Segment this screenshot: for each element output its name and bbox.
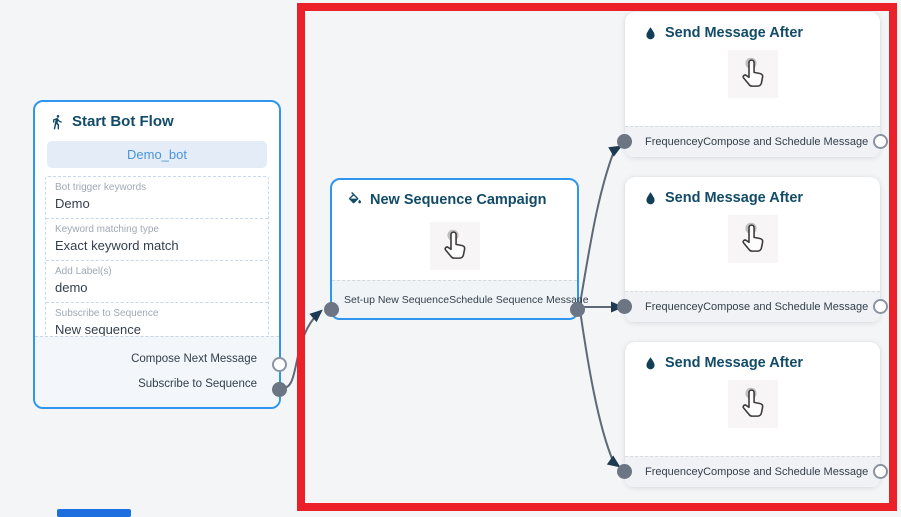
water-droplet-icon [646, 26, 655, 39]
send-node-footer: Frequencey Compose and Schedule Message [625, 456, 880, 487]
bot-name-pill[interactable]: Demo_bot [47, 141, 267, 168]
field-value: New sequence [55, 322, 141, 337]
field-label: Add Label(s) [55, 266, 112, 277]
node-click-area[interactable] [727, 215, 778, 263]
hand-cursor-click-icon [741, 222, 763, 252]
hand-cursor-click-icon [741, 387, 763, 417]
walking-person-icon [53, 114, 62, 129]
field-label: Subscribe to Sequence [55, 308, 159, 319]
node-click-area[interactable] [727, 50, 778, 98]
port-label-compose-schedule: Compose and Schedule Message [703, 301, 869, 313]
field-value: demo [55, 280, 88, 295]
edge-subscribe-to-campaign [280, 317, 315, 390]
send-message-after-node-3[interactable]: Send Message After Frequencey Compose an… [617, 342, 888, 487]
horizontal-scrollbar[interactable] [57, 509, 131, 517]
send-message-after-node-1[interactable]: Send Message After Frequencey Compose an… [617, 12, 888, 157]
hand-cursor-click-icon [443, 229, 465, 259]
field-value: Demo [55, 196, 90, 211]
field-label: Keyword matching type [55, 224, 159, 235]
edge-campaign-to-send-1 [579, 150, 615, 305]
port-compose-schedule-out[interactable] [873, 299, 888, 314]
field-add-labels[interactable]: Add Label(s) demo [46, 261, 268, 303]
send-node-footer: Frequencey Compose and Schedule Message [625, 291, 880, 322]
start-node-title: Start Bot Flow [49, 113, 174, 130]
port-label-compose-schedule: Compose and Schedule Message [703, 466, 869, 478]
start-node-footer: Compose Next Message Subscribe to Sequen… [35, 336, 279, 407]
campaign-node-title-label: New Sequence Campaign [370, 192, 547, 208]
send-node-title-label: Send Message After [665, 355, 804, 371]
send-node-title: Send Message After [643, 355, 803, 371]
port-label-frequency: Frequencey [645, 136, 704, 148]
send-node-footer: Frequencey Compose and Schedule Message [625, 126, 880, 157]
port-frequency-in[interactable] [617, 134, 632, 149]
campaign-node-footer: Set-up New Sequence Schedule Sequence Me… [332, 280, 589, 318]
field-label: Bot trigger keywords [55, 182, 147, 193]
edge-campaign-to-send-3 [579, 309, 614, 462]
field-value: Exact keyword match [55, 238, 179, 253]
port-label-schedule-sequence-message: Schedule Sequence Message [449, 293, 589, 306]
output-subscribe-to-sequence: Subscribe to Sequence [138, 378, 257, 390]
start-node-title-label: Start Bot Flow [72, 113, 174, 130]
hand-cursor-click-icon [741, 57, 763, 87]
port-label-frequency: Frequencey [645, 301, 704, 313]
start-node-fields: Bot trigger keywords Demo Keyword matchi… [45, 176, 269, 345]
new-sequence-campaign-node[interactable]: New Sequence Campaign Set-up New Sequenc… [324, 178, 589, 320]
output-compose-next-message: Compose Next Message [131, 353, 257, 365]
water-droplet-icon [646, 356, 655, 369]
port-setup-new-sequence[interactable] [324, 302, 339, 317]
port-schedule-sequence-message[interactable] [570, 302, 585, 317]
port-label-frequency: Frequencey [645, 466, 704, 478]
port-frequency-in[interactable] [617, 299, 632, 314]
port-subscribe-to-sequence[interactable] [272, 382, 287, 397]
field-bot-trigger-keywords[interactable]: Bot trigger keywords Demo [46, 177, 268, 219]
node-click-area[interactable] [727, 380, 778, 428]
node-click-area[interactable] [429, 222, 480, 270]
port-compose-next-message[interactable] [272, 357, 287, 372]
port-compose-schedule-out[interactable] [873, 464, 888, 479]
field-keyword-matching-type[interactable]: Keyword matching type Exact keyword matc… [46, 219, 268, 261]
paint-bucket-icon [348, 192, 361, 204]
start-bot-flow-node[interactable]: Start Bot Flow Demo_bot Bot trigger keyw… [33, 100, 287, 409]
port-label-setup-new-sequence: Set-up New Sequence [344, 293, 450, 306]
send-node-title-label: Send Message After [665, 25, 804, 41]
send-node-title: Send Message After [643, 190, 803, 206]
water-droplet-icon [646, 191, 655, 204]
field-subscribe-to-sequence[interactable]: Subscribe to Sequence New sequence [46, 303, 268, 344]
send-node-title: Send Message After [643, 25, 803, 41]
port-compose-schedule-out[interactable] [873, 134, 888, 149]
send-message-after-node-2[interactable]: Send Message After Frequencey Compose an… [617, 177, 888, 322]
port-label-compose-schedule: Compose and Schedule Message [703, 136, 869, 148]
port-frequency-in[interactable] [617, 464, 632, 479]
send-node-title-label: Send Message After [665, 190, 804, 206]
campaign-node-title: New Sequence Campaign [347, 192, 546, 208]
